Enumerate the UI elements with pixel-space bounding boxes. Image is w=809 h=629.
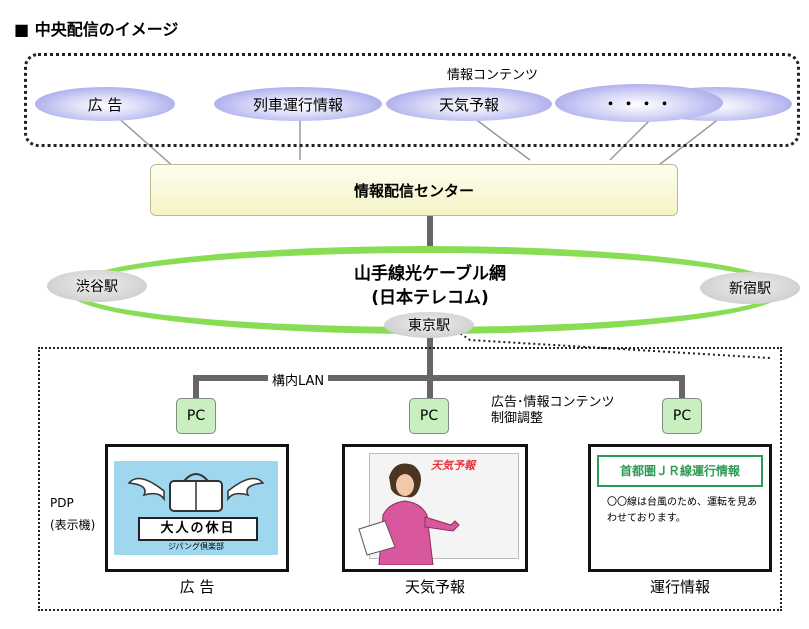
display-ad-caption: 広 告: [179, 578, 215, 596]
display-operation: 首都圏ＪＲ線運行情報 〇〇線は台風のため、運転を見あわせております。: [588, 444, 772, 572]
pc-operation: PC: [662, 398, 702, 434]
ad-poster: 大人の休日 ジパング倶楽部: [114, 461, 278, 555]
dotted-pointer-line: [451, 327, 771, 359]
weather-screen-title: 天気予報: [431, 459, 475, 472]
display-operation-caption: 運行情報: [649, 578, 710, 596]
operation-screen-title: 首都圏ＪＲ線運行情報: [597, 455, 763, 487]
line-more-center: [609, 114, 656, 161]
ad-poster-sub: ジパング倶楽部: [168, 542, 224, 551]
pc-ad: PC: [176, 398, 216, 434]
display-weather: 天気予報: [342, 444, 528, 572]
line-more2-center: [654, 117, 721, 169]
network-carrier: (日本テレコム): [371, 288, 489, 308]
control-label: 広告･情報コンテンツ 制御調整: [491, 395, 615, 426]
distribution-center: 情報配信センター: [150, 164, 678, 216]
station-shibuya: 渋谷駅: [47, 270, 147, 302]
contents-group-label: 情報コンテンツ: [447, 68, 539, 83]
page-title: ■ 中央配信のイメージ: [14, 20, 179, 39]
contents-group-box: [24, 53, 800, 147]
operation-screen-body: 〇〇線は台風のため、運転を見あわせております。: [607, 497, 757, 524]
station-area-box: [38, 347, 782, 611]
pc-weather: PC: [409, 398, 449, 434]
network-name: 山手線光ケーブル網: [354, 264, 506, 284]
content-bubble-ad: 広 告: [35, 87, 175, 121]
line-ad-center: [114, 114, 176, 169]
content-bubble-more: ・・・・: [555, 84, 723, 122]
display-ad: 大人の休日 ジパング倶楽部: [105, 444, 289, 572]
station-shinjuku: 新宿駅: [700, 272, 800, 304]
lan-line: [193, 375, 685, 400]
content-bubble-weather: 天気予報: [386, 87, 552, 121]
content-bubble-train: 列車運行情報: [214, 87, 382, 121]
line-weather-center: [469, 114, 531, 161]
display-weather-caption: 天気予報: [404, 578, 465, 596]
ad-poster-title: 大人の休日: [138, 517, 258, 541]
presenter-icon: [358, 463, 460, 565]
wing-bag-icon: [127, 473, 265, 512]
lan-label: 構内LAN: [268, 370, 329, 389]
station-tokyo: 東京駅: [384, 312, 474, 338]
pdp-label: PDP (表示機): [50, 496, 96, 532]
